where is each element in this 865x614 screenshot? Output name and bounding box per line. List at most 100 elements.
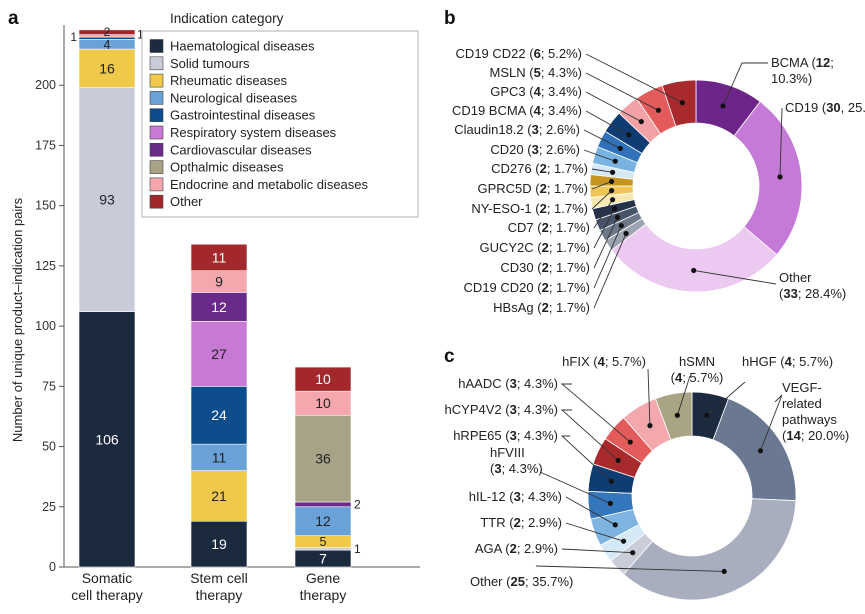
legend-label: Gastrointestinal diseases bbox=[170, 108, 316, 123]
label-part: ; 35.7%) bbox=[525, 574, 573, 589]
leader-line bbox=[593, 217, 618, 269]
legend-label: Endocrine and metabolic diseases bbox=[170, 177, 369, 192]
label-part: ; 1.7%) bbox=[549, 260, 590, 275]
label-part: ; 2.6%) bbox=[539, 122, 580, 137]
bar-value-label: 24 bbox=[211, 407, 227, 423]
panel-letter-a: a bbox=[8, 8, 19, 29]
legend-swatch bbox=[149, 143, 164, 157]
bar-value-label: 19 bbox=[211, 536, 227, 552]
leader-dot bbox=[610, 169, 616, 175]
slice-label: TTR (2; 2.9%) bbox=[480, 515, 562, 530]
label-part: GUCY2C ( bbox=[479, 240, 542, 255]
slice-label: hFVIII bbox=[490, 445, 525, 460]
legend-swatch bbox=[149, 177, 164, 192]
label-part: 3 bbox=[532, 142, 539, 157]
label-part: ; 1.7%) bbox=[549, 240, 590, 255]
x-category-label: cell therapy bbox=[71, 587, 143, 603]
label-part: ; 4.3%) bbox=[502, 461, 543, 476]
x-category-label: therapy bbox=[300, 587, 347, 603]
bar-segment bbox=[294, 390, 352, 416]
label-part: 6 bbox=[534, 46, 541, 61]
label-part: MSLN ( bbox=[490, 65, 535, 80]
slice-label: (4; 5.7%) bbox=[671, 370, 724, 385]
leader-dot bbox=[618, 222, 624, 229]
bar-segment bbox=[294, 414, 352, 503]
bar-value-label: 1 bbox=[137, 28, 144, 42]
bar-value-label: 1 bbox=[70, 30, 77, 44]
legend-swatch bbox=[149, 125, 164, 140]
donut-slice bbox=[611, 223, 778, 293]
bar-segment bbox=[190, 243, 248, 272]
leader-dot bbox=[691, 267, 697, 274]
label-part: GPRC5D ( bbox=[477, 181, 540, 196]
leader-line bbox=[585, 53, 683, 104]
slice-label: CD20 (3; 2.6%) bbox=[490, 142, 580, 157]
slice-label: CD19 CD20 (2; 1.7%) bbox=[464, 280, 590, 295]
label-part: 3 bbox=[532, 122, 539, 137]
slice-label: Other (25; 35.7%) bbox=[470, 574, 573, 589]
slice-label: MSLN (5; 4.3%) bbox=[490, 65, 582, 80]
donut-b-labels: BCMA (12; 10.3%)CD19 (30, 25.9%)Other(33… bbox=[452, 46, 865, 315]
label-part: Other ( bbox=[470, 574, 511, 589]
label-part: 2 bbox=[540, 201, 547, 216]
leader-dot bbox=[607, 500, 613, 506]
label-part: ; 1.7%) bbox=[547, 161, 588, 176]
legend: Indication category Haematological disea… bbox=[141, 11, 419, 218]
leader-line bbox=[560, 435, 612, 482]
leader-dot bbox=[623, 230, 629, 237]
label-part: GPC3 ( bbox=[490, 84, 534, 99]
donut-chart-b: BCMA (12; 10.3%)CD19 (30, 25.9%)Other(33… bbox=[452, 46, 865, 315]
label-part: related bbox=[782, 396, 822, 411]
leader-line bbox=[693, 270, 777, 285]
label-part: CD276 ( bbox=[491, 161, 540, 176]
label-part: ; 20.0%) bbox=[801, 428, 849, 443]
bar-stack bbox=[294, 366, 352, 568]
y-tick-label: 75 bbox=[42, 379, 56, 393]
bar-segment bbox=[78, 29, 136, 35]
slice-label: GUCY2C (2; 1.7%) bbox=[479, 240, 590, 255]
bar-value-label: 1 bbox=[354, 542, 361, 556]
legend-swatch bbox=[149, 160, 164, 174]
legend-swatch bbox=[149, 194, 164, 209]
bar-value-label: 12 bbox=[315, 513, 331, 529]
bar-segment bbox=[78, 87, 136, 312]
leader-line bbox=[565, 496, 616, 526]
slice-label: AGA (2; 2.9%) bbox=[475, 541, 558, 556]
label-part: 4 bbox=[785, 354, 793, 369]
y-tick-label: 200 bbox=[35, 78, 56, 92]
label-part: 2 bbox=[542, 300, 549, 315]
slice-label: Other bbox=[779, 270, 812, 285]
slice-label: pathways bbox=[782, 412, 837, 427]
bar-segment bbox=[190, 320, 248, 387]
leader-line bbox=[591, 168, 613, 173]
bar-segment bbox=[294, 506, 352, 536]
leader-dot bbox=[620, 538, 627, 544]
slice-label: hSMN bbox=[679, 354, 715, 369]
donut-slice bbox=[623, 498, 797, 601]
label-part: HBsAg ( bbox=[493, 300, 542, 315]
label-part: ; 3.4%) bbox=[541, 84, 582, 99]
slice-label: hIL-12 (3; 4.3%) bbox=[469, 489, 562, 504]
label-part: ; 2.9%) bbox=[521, 515, 562, 530]
x-category-label: Stem cell bbox=[190, 570, 248, 586]
label-part: CD20 ( bbox=[490, 142, 532, 157]
donut-slice bbox=[733, 101, 803, 256]
y-tick-label: 150 bbox=[35, 199, 56, 213]
label-part: BCMA ( bbox=[771, 55, 816, 70]
label-part: ; 4.3%) bbox=[517, 402, 558, 417]
label-part: AGA ( bbox=[475, 541, 510, 556]
x-category-label: Somatic bbox=[82, 570, 133, 586]
leader-line bbox=[760, 394, 783, 451]
label-part: hAADC ( bbox=[458, 376, 510, 391]
bar-segment bbox=[190, 292, 248, 322]
leader-line bbox=[565, 522, 624, 542]
bar-value-label: 16 bbox=[99, 60, 115, 76]
label-part: hSMN bbox=[679, 354, 715, 369]
label-part: 5 bbox=[534, 65, 541, 80]
bar-value-label: 10 bbox=[315, 395, 331, 411]
label-part: 2 bbox=[542, 260, 549, 275]
y-tick-label: 25 bbox=[42, 500, 56, 514]
